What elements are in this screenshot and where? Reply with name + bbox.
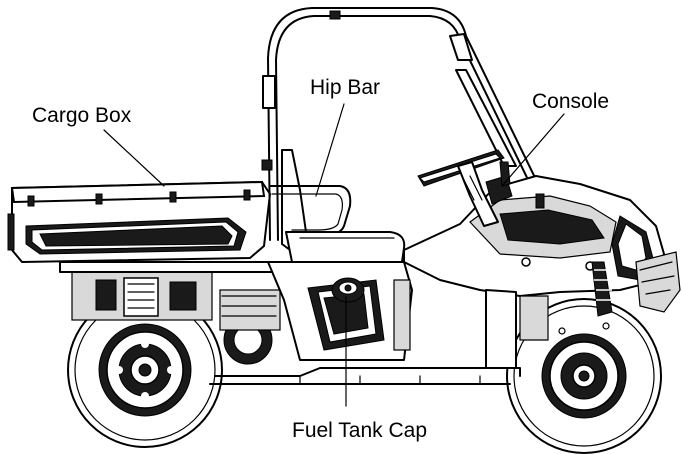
cargo-box-label: Cargo Box — [32, 104, 132, 127]
seat-and-hip-bar — [269, 149, 406, 263]
hip-bar-label: Hip Bar — [310, 76, 380, 99]
rear-drivetrain — [71, 271, 281, 365]
fuel-tank-housing — [267, 261, 413, 361]
cargo-box — [7, 180, 271, 263]
hip-bar-leader — [315, 103, 345, 197]
roll-cage — [261, 7, 543, 241]
steering-console — [417, 149, 513, 227]
rear-wheel — [67, 292, 223, 448]
callout-leaders — [103, 103, 565, 407]
cargo-box-leader — [103, 129, 165, 187]
console-leader — [501, 113, 565, 187]
front-body — [403, 175, 681, 369]
fuel-tank-cap-label: Fuel Tank Cap — [292, 419, 427, 442]
console-label: Console — [532, 90, 609, 113]
